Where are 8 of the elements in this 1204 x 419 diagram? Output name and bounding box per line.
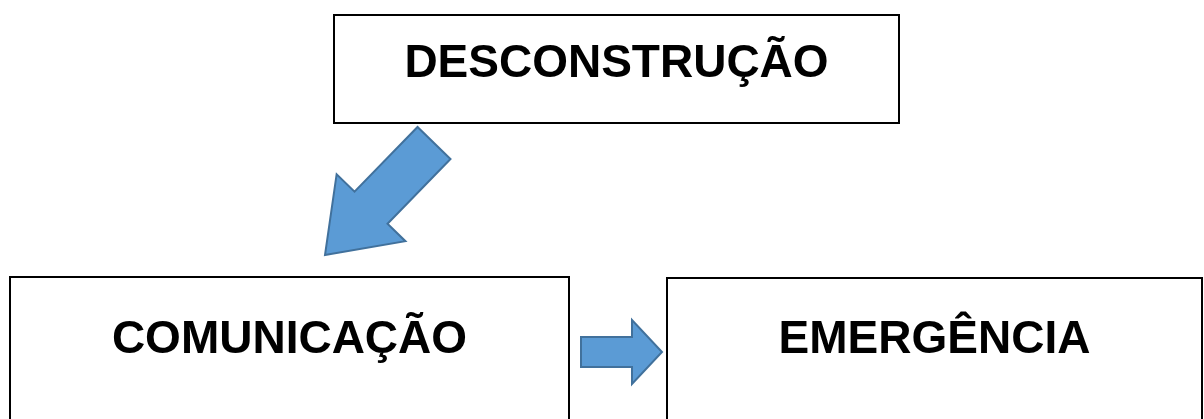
box-label: EMERGÊNCIA xyxy=(778,310,1091,364)
process-box xyxy=(333,14,900,124)
block-arrow xyxy=(323,125,452,257)
process-box xyxy=(666,277,1203,419)
process-box xyxy=(9,276,570,419)
box-label: DESCONSTRUÇÃO xyxy=(404,34,829,88)
block-arrow xyxy=(580,317,664,387)
box-label: COMUNICAÇÃO xyxy=(111,310,468,364)
